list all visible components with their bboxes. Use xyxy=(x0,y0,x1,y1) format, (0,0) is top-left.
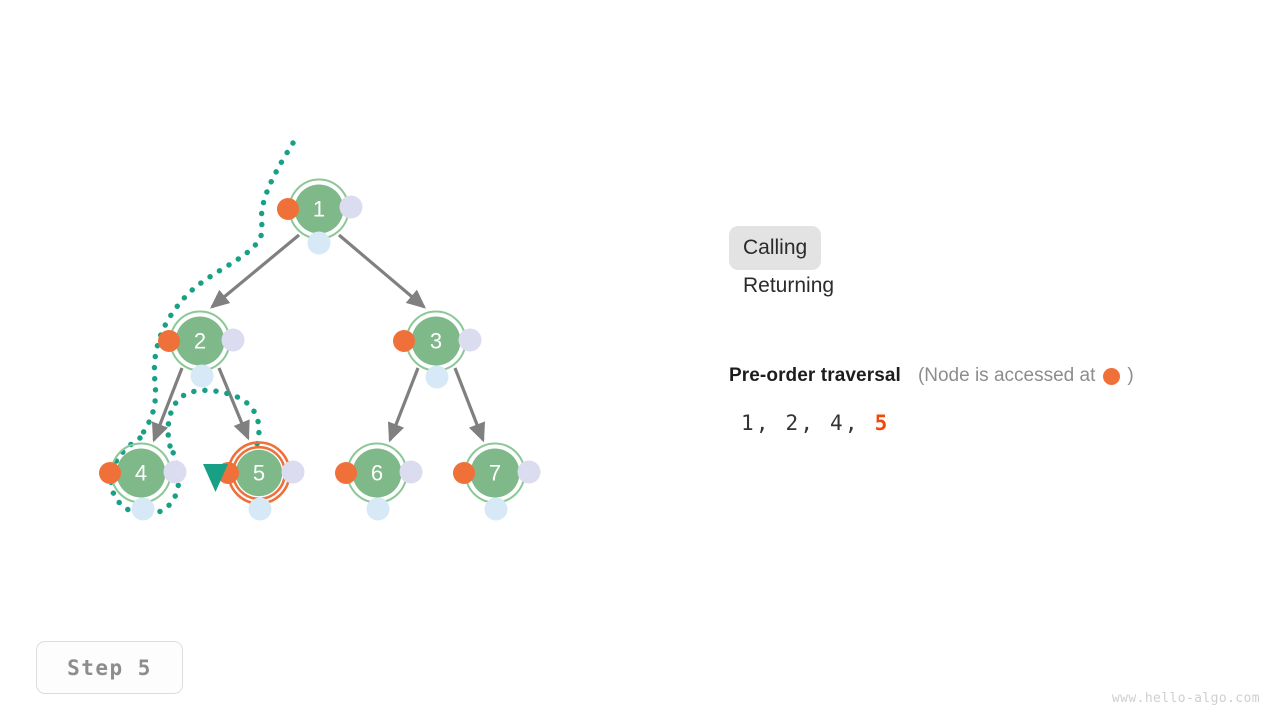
tree-edges xyxy=(151,233,486,443)
node-body-2 xyxy=(175,316,225,366)
right-child-dot-1 xyxy=(339,195,363,219)
right-child-dot-7 xyxy=(517,460,541,484)
access-dot-7 xyxy=(453,462,475,484)
node-label-2: 2 xyxy=(194,329,206,354)
traversal-sequence: 1, 2, 4, 5 xyxy=(741,411,889,435)
edge-3-7 xyxy=(453,367,486,443)
traversal-note-suffix: ) xyxy=(1127,365,1134,386)
legend-panel: Calling Returning xyxy=(729,226,1269,308)
left-child-dot-5 xyxy=(248,497,272,521)
traversal-title: Pre-order traversal xyxy=(729,365,901,386)
access-dot-6 xyxy=(335,462,357,484)
tree-node-3[interactable]: 3 xyxy=(393,310,482,389)
node-body-3 xyxy=(411,316,461,366)
traversal-note: (Node is accessed at ) xyxy=(918,365,1134,387)
right-child-dot-3 xyxy=(458,328,482,352)
step-label: Step 5 xyxy=(67,655,152,680)
edge-1-3 xyxy=(337,233,426,309)
access-dot-2 xyxy=(158,330,180,352)
binary-tree-diagram: 1 2 3 xyxy=(99,140,541,521)
node-label-6: 6 xyxy=(371,461,383,486)
tree-node-6[interactable]: 6 xyxy=(335,442,423,521)
current-node-pointer-icon xyxy=(203,464,228,492)
edge-3-6 xyxy=(387,367,420,443)
orange-dot-icon xyxy=(1103,367,1121,385)
node-label-5: 5 xyxy=(253,461,265,486)
left-child-dot-1 xyxy=(307,231,331,255)
legend-calling-label: Calling xyxy=(729,226,822,270)
traversal-sequence-current: 5 xyxy=(874,411,890,435)
edge-2-5 xyxy=(217,367,250,441)
traversal-sequence-done: 1, 2, 4, xyxy=(741,411,860,435)
node-label-7: 7 xyxy=(489,461,501,486)
node-label-4: 4 xyxy=(135,461,147,486)
left-child-dot-6 xyxy=(366,497,390,521)
right-child-dot-6 xyxy=(399,460,423,484)
node-body-4 xyxy=(116,448,166,498)
node-body-6 xyxy=(352,448,402,498)
node-label-1: 1 xyxy=(313,197,325,222)
edge-1-2 xyxy=(210,233,301,309)
step-badge: Step 5 xyxy=(36,641,183,694)
right-child-dot-5 xyxy=(281,460,305,484)
left-child-dot-7 xyxy=(484,497,508,521)
tree-node-4[interactable]: 4 xyxy=(99,442,187,521)
tree-node-1[interactable]: 1 xyxy=(277,178,363,255)
access-dot-1 xyxy=(277,198,299,220)
tree-node-5[interactable]: 5 xyxy=(217,441,305,521)
node-body-1 xyxy=(294,184,344,234)
node-label-3: 3 xyxy=(430,329,442,354)
legend-row-returning: Returning xyxy=(729,270,1269,302)
left-child-dot-4 xyxy=(131,497,155,521)
traversal-heading: Pre-order traversal (Node is accessed at… xyxy=(729,365,1269,387)
node-body-7 xyxy=(470,448,520,498)
access-dot-3 xyxy=(393,330,415,352)
legend-returning-label: Returning xyxy=(743,274,835,297)
right-child-dot-4 xyxy=(163,460,187,484)
tree-nodes: 1 2 3 xyxy=(99,178,541,521)
tree-node-7[interactable]: 7 xyxy=(453,442,541,521)
right-child-dot-2 xyxy=(221,328,245,352)
left-child-dot-2 xyxy=(190,364,214,388)
edge-2-4 xyxy=(151,367,184,443)
watermark: www.hello-algo.com xyxy=(1111,691,1260,706)
left-child-dot-3 xyxy=(425,365,449,389)
traversal-note-prefix: (Node is accessed at xyxy=(917,365,1096,386)
access-dot-4 xyxy=(99,462,121,484)
legend-row-calling: Calling xyxy=(729,226,1269,270)
node-body-5 xyxy=(235,449,283,497)
tree-node-2[interactable]: 2 xyxy=(158,310,245,388)
